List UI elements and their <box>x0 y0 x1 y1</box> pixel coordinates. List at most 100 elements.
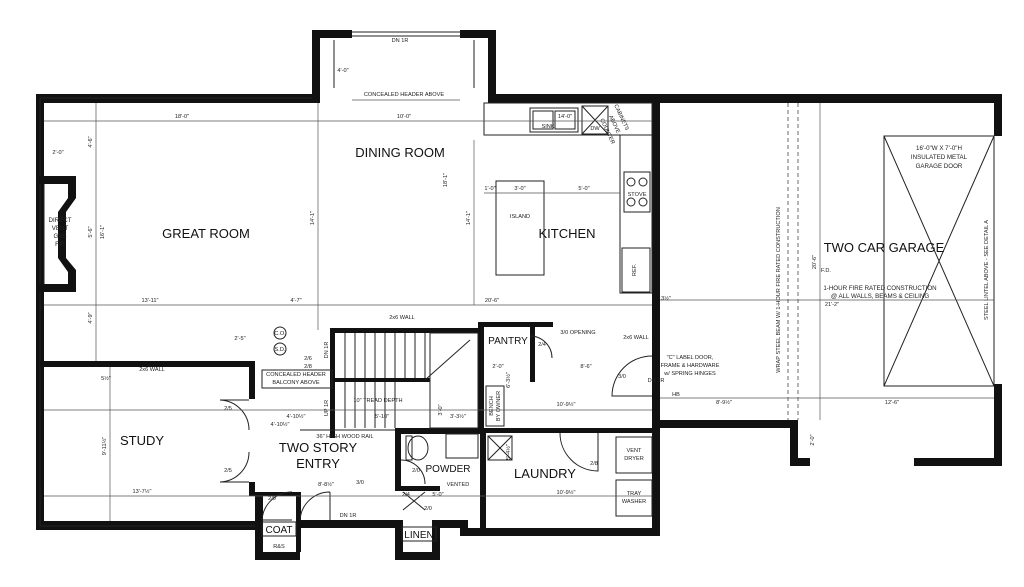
exterior-wall-garage-bottom <box>652 420 810 466</box>
exterior-wall-bay <box>312 30 496 103</box>
dryer-label-2: DRYER <box>624 456 643 462</box>
doors <box>219 335 653 521</box>
wall-coat-right <box>296 492 301 552</box>
dim: 14'-0" <box>558 114 572 120</box>
exterior-wall-garage-right <box>914 384 1002 466</box>
dim: 4'-9" <box>88 312 94 323</box>
dim: 1'-0" <box>484 186 495 192</box>
dn-1r-garage-label: DN 1R <box>648 378 665 384</box>
door-size: 3/0 <box>356 480 364 486</box>
balcony-above-label: BALCONY ABOVE <box>272 380 319 386</box>
door-laundry <box>559 432 599 472</box>
door-pantry <box>529 335 553 359</box>
washer-label-2: WASHER <box>622 499 646 505</box>
washer-label-1: TRAY <box>627 491 642 497</box>
dim: 10'-9½" <box>557 489 576 496</box>
sd-label: S.D. <box>275 347 286 353</box>
dim: 18'-1" <box>443 173 449 187</box>
utility-fixtures: BENCH BY OWNER VENT DRYER TRAY WASHER VE… <box>405 385 653 517</box>
door-front <box>299 491 331 521</box>
dim: 3'-0" <box>438 404 444 415</box>
exterior-wall-bottom-entry <box>247 492 300 560</box>
vented-label: VENTED <box>447 482 470 488</box>
co-label: C.O. <box>274 331 286 337</box>
room-entry-2: ENTRY <box>296 456 340 471</box>
dim: 14'-1" <box>466 211 472 225</box>
rs-label: R&S <box>273 544 285 550</box>
wall-2x6-a: 2x6 WALL <box>139 367 165 373</box>
bench-label-1: BENCH <box>489 396 495 416</box>
fireplace: DIRECT VENT GAS F.P. <box>36 176 76 292</box>
fireplace-outline <box>36 176 76 292</box>
stove <box>623 171 651 213</box>
dim: 3½" <box>661 295 671 302</box>
door-size: 2/8 <box>304 364 312 370</box>
exterior-wall-bottom-linen <box>395 520 440 560</box>
dryer <box>615 436 653 474</box>
garage: WRAP STEEL BEAM W/ 1-HOUR FIRE RATED CON… <box>648 103 995 420</box>
co-detector <box>273 326 287 340</box>
utility-sink <box>487 435 513 461</box>
bench <box>485 385 505 427</box>
room-garage: TWO CAR GARAGE <box>824 240 945 255</box>
up-1r-label: UP 1R <box>324 400 330 416</box>
garage-door-label-1: 16'-0"W X 7'-0"H <box>916 145 962 152</box>
hb-label: HB <box>672 392 680 398</box>
garage-door-label-2: INSULATED METAL <box>911 154 968 161</box>
sink-label: SINK <box>541 124 554 130</box>
steel-beam-label: WRAP STEEL BEAM W/ 1-HOUR FIRE RATED CON… <box>776 207 782 373</box>
door-size: 3/0 <box>618 374 626 380</box>
concealed-header-box <box>261 369 333 389</box>
room-study: STUDY <box>120 433 164 448</box>
tread-depth-label: 10" TREAD DEPTH <box>353 398 402 404</box>
dim: 13'-7½" <box>133 488 152 495</box>
ref-label: REF. <box>632 263 638 276</box>
wall-laundry-left <box>480 428 486 528</box>
wall-2x6-b: 2x6 WALL <box>389 315 415 321</box>
fireplace-label-2: VENT <box>52 225 69 232</box>
wall-study-right <box>249 361 255 399</box>
coat-label-box <box>261 521 297 537</box>
stove-label: STOVE <box>628 192 647 198</box>
dim: 5'-6" <box>88 226 94 237</box>
wall-coat-top <box>255 492 300 496</box>
dn-top-label: DN 1R <box>392 38 409 44</box>
dimension-labels: 4'-0" 18'-0" 10'-0" 14'-0" 2'-0" 4'-6" 1… <box>52 68 899 512</box>
dim: 2'-0" <box>52 150 63 156</box>
dim: 21'-2" <box>825 302 839 308</box>
dim: 13'-11" <box>142 298 159 304</box>
door-size: 2/4 <box>538 342 546 348</box>
fire-rated-label-2: @ ALL WALLS, BEAMS & CEILING <box>831 293 930 300</box>
dim: 16'-1" <box>100 225 106 239</box>
stairs: 10" TREAD DEPTH 36" HIGH WOOD RAIL UP 1R… <box>261 332 479 440</box>
sink-left-bowl <box>532 110 554 130</box>
island <box>495 180 545 276</box>
dim: 4'-10½" <box>271 421 290 428</box>
door-size: 2/0 <box>268 496 276 502</box>
dim: 6'-3½" <box>505 372 512 388</box>
counter-right <box>619 134 653 294</box>
wall-pantry-right <box>530 322 535 382</box>
stair-landing <box>429 332 479 429</box>
dim: 2'-0" <box>810 434 816 445</box>
counter-top <box>483 102 653 136</box>
dim: 5½" <box>101 375 111 382</box>
door-linen <box>402 491 426 511</box>
interior-walls <box>40 103 660 552</box>
room-great-room: GREAT ROOM <box>162 226 250 241</box>
door-study-2 <box>219 451 250 483</box>
wall-2x6-c: 2x6 WALL <box>623 335 649 341</box>
dim: 5'-0" <box>578 186 589 192</box>
door-size: 2/8 <box>590 461 598 467</box>
dishwasher <box>581 105 609 135</box>
dim: 14'-1" <box>310 211 316 225</box>
exterior-wall-left <box>36 94 320 530</box>
wall-stair-top <box>330 328 480 333</box>
toilet-tank <box>405 435 413 461</box>
door-size: 2/4 <box>402 492 410 498</box>
door-coat <box>261 491 293 521</box>
dim: 3'-3½" <box>450 413 466 420</box>
dim: 4'-0" <box>337 68 348 74</box>
dimension-lines <box>44 99 994 521</box>
stair-treads-lower <box>344 382 396 428</box>
